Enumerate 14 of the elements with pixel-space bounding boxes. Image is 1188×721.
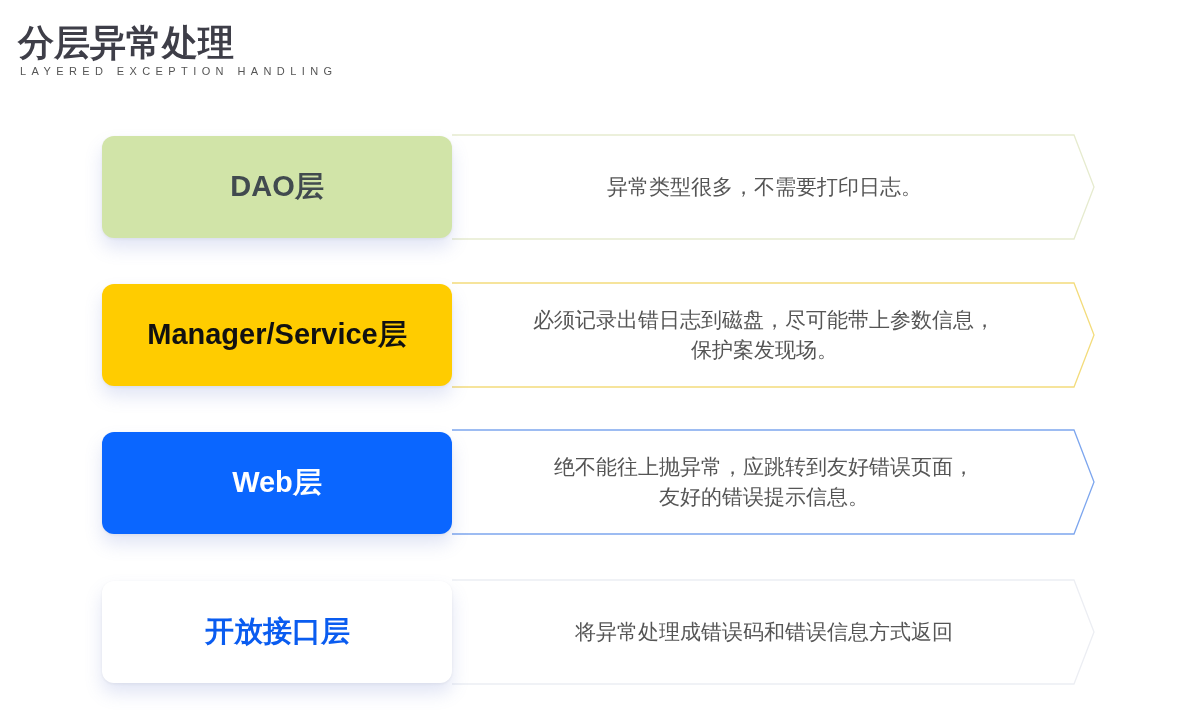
title: 分层异常处理 xyxy=(18,21,234,65)
layer-box xyxy=(102,432,452,534)
layer-box xyxy=(102,581,452,683)
subtitle: LAYERED EXCEPTION HANDLING xyxy=(20,64,338,78)
description-text: 异常类型很多，不需要打印日志。 xyxy=(606,174,922,200)
layer-box xyxy=(102,284,452,386)
description-text: 将异常处理成错误码和错误信息方式返回 xyxy=(575,619,953,645)
description-text: 必须记录出错日志到磁盘，尽可能带上参数信息，保护案发现场。 xyxy=(532,307,996,363)
layer-name: Manager/Service层 xyxy=(147,317,407,352)
layer-name: DAO层 xyxy=(230,169,324,204)
layer-name: Web层 xyxy=(232,465,322,500)
layer-box xyxy=(102,136,452,238)
layer-name: 开放接口层 xyxy=(204,614,350,649)
description-text: 绝不能往上抛异常，应跳转到友好错误页面，友好的错误提示信息。 xyxy=(553,454,975,510)
